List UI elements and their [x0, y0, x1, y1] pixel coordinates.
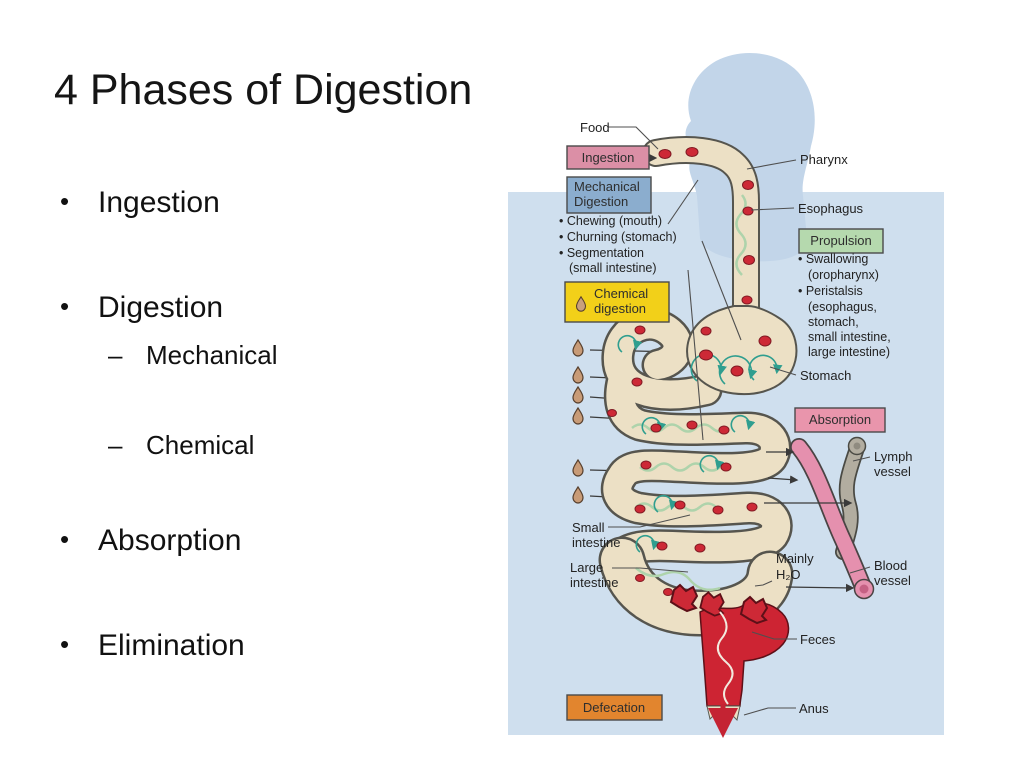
anus-label: Anus: [799, 701, 829, 716]
bullet-dot: •: [60, 629, 70, 659]
feces-label: Feces: [800, 632, 836, 647]
bullet-absorption: • Absorption: [60, 524, 241, 558]
chemical-droplet-icon: [575, 295, 587, 312]
bullet-dot: •: [60, 524, 70, 554]
bullet-dash: –: [108, 430, 123, 460]
mucosa-squiggles: [631, 194, 747, 591]
absorption-box: [794, 407, 886, 433]
large-intestine-label-2: intestine: [570, 575, 618, 590]
bullet-label: Digestion: [98, 291, 224, 324]
mechanical-box-line1: Mechanical: [574, 179, 640, 194]
stomach-shape: [686, 305, 798, 395]
mechanical-item: (small intestine): [569, 261, 657, 275]
bullet-dash: –: [108, 340, 123, 370]
large-intestine-label-1: Large: [570, 560, 603, 575]
mainly-h2o-label-2: H₂O: [776, 567, 801, 582]
ingestion-box: [566, 145, 650, 170]
mechanical-box-line2: Digestion: [574, 194, 628, 209]
chemical-box-line2: digestion: [594, 301, 646, 316]
leader-lines: [608, 126, 871, 716]
absorption-box-label: Absorption: [809, 412, 871, 427]
bullet-elimination: • Elimination: [60, 629, 245, 663]
food-label: Food: [580, 120, 610, 135]
bullet-label: Elimination: [98, 629, 245, 662]
propulsion-item: stomach,: [808, 315, 859, 329]
absorption-arrows: [764, 447, 855, 593]
bullet-label: Ingestion: [98, 186, 220, 219]
bullet-label: Absorption: [98, 524, 242, 557]
mechanical-item: • Segmentation: [559, 246, 644, 260]
ingestion-box-label: Ingestion: [582, 150, 635, 165]
blood-vessel-label-1: Blood: [874, 558, 907, 573]
bullet-digestion: • Digestion: [60, 291, 223, 325]
mainly-h2o-label-1: Mainly: [776, 551, 814, 566]
digestion-diagram: Ingestion Mechanical Digestion Chemical …: [508, 53, 944, 738]
propulsion-items: • Swallowing (oropharynx) • Peristalsis …: [798, 252, 891, 359]
enzyme-droplets: [572, 338, 584, 504]
bullet-label: Chemical: [146, 430, 255, 460]
chemical-box-line1: Chemical: [594, 286, 648, 301]
propulsion-item: large intestine): [808, 345, 890, 359]
lymph-vessel-label-2: vessel: [874, 464, 911, 479]
bullet-dot: •: [60, 186, 70, 216]
propulsion-item: • Swallowing: [798, 252, 868, 266]
subbullet-chemical: –Chemical: [108, 430, 254, 461]
bullet-dot: •: [60, 291, 70, 321]
anatomy-labels: Food Pharynx Esophagus Stomach Small int…: [570, 120, 913, 716]
propulsion-box: [798, 228, 884, 254]
subbullet-mechanical: –Mechanical: [108, 340, 278, 371]
lymph-vessel-label-1: Lymph: [874, 449, 913, 464]
defecation-box: [566, 694, 663, 721]
food-particles: [607, 147, 772, 596]
head-silhouette: [685, 53, 815, 262]
propulsion-item: • Peristalsis: [798, 284, 863, 298]
box-labels: Ingestion Mechanical Digestion Chemical …: [574, 150, 872, 715]
propulsion-item: (esophagus,: [808, 300, 877, 314]
esophagus-label: Esophagus: [798, 201, 864, 216]
blood-vessel-label-2: vessel: [874, 573, 911, 588]
feces-rectum: [669, 583, 790, 738]
small-intestine-label-2: intestine: [572, 535, 620, 550]
mechanical-item: • Churning (stomach): [559, 230, 677, 244]
stomach-label: Stomach: [800, 368, 851, 383]
pharynx-label: Pharynx: [800, 152, 848, 167]
small-intestine-label-1: Small: [572, 520, 605, 535]
mechanical-item: • Chewing (mouth): [559, 214, 662, 228]
propulsion-item: small intestine,: [808, 330, 891, 344]
bullet-label: Mechanical: [146, 340, 278, 370]
slide-title: 4 Phases of Digestion: [54, 66, 473, 114]
process-boxes: [564, 145, 886, 721]
mechanical-items: • Chewing (mouth) • Churning (stomach) •…: [559, 214, 677, 275]
mechanical-digestion-box: [566, 176, 652, 214]
bullet-ingestion: • Ingestion: [60, 186, 220, 220]
propulsion-item: (oropharynx): [808, 268, 879, 282]
defecation-box-label: Defecation: [583, 700, 645, 715]
propulsion-box-label: Propulsion: [810, 233, 871, 248]
